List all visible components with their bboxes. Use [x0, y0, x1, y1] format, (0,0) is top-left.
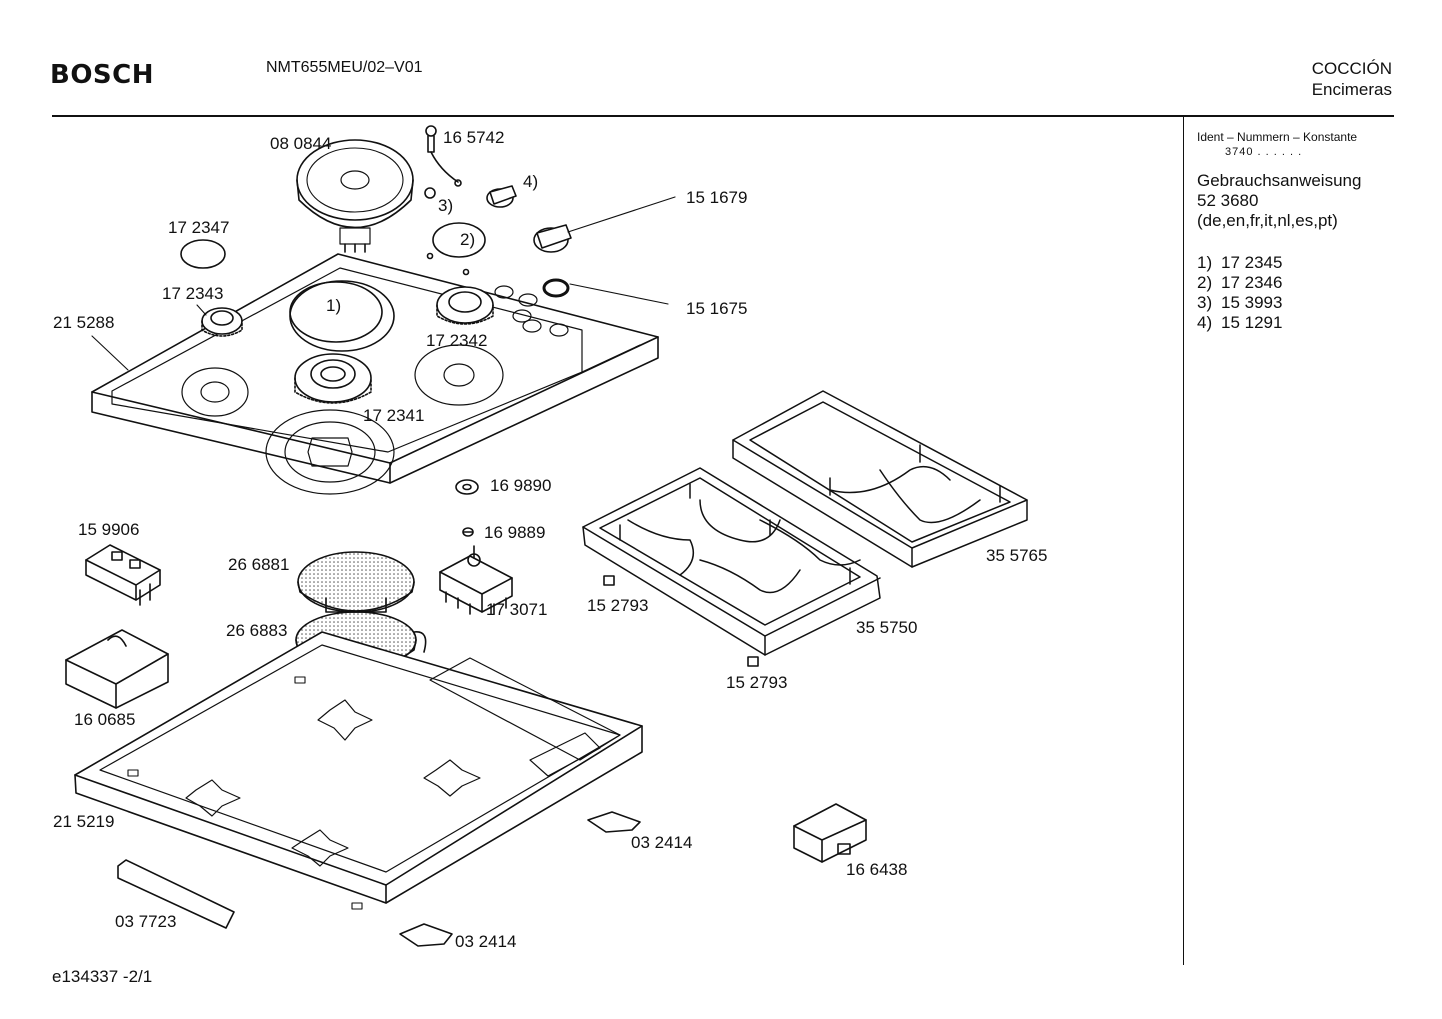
part-label: 35 5750	[856, 618, 918, 637]
hotplate-ring	[289, 280, 395, 352]
part-label: 35 5765	[986, 546, 1048, 565]
part-label: 03 2414	[631, 833, 693, 852]
part-label: 03 7723	[115, 912, 177, 931]
category-title: COCCIÓN	[1311, 59, 1392, 78]
part-label: 15 2793	[587, 596, 649, 615]
note-value: 15 3993	[1221, 293, 1283, 312]
part-label: 15 1679	[686, 188, 748, 207]
ignition-module	[85, 544, 161, 606]
part-label: 16 9889	[484, 523, 546, 542]
part-label: 03 2414	[455, 932, 517, 951]
note-key: 2)	[1197, 273, 1213, 292]
rubber-foot	[603, 575, 615, 586]
pan-support-small	[732, 390, 1028, 568]
part-label: 26 6883	[226, 621, 288, 640]
screw-part	[462, 268, 470, 276]
small-burner	[201, 307, 243, 337]
note-value: 17 2345	[1221, 253, 1283, 272]
note-row: 1) 17 2345	[1197, 253, 1361, 273]
header-divider	[52, 115, 1394, 117]
part-label: 16 6438	[846, 860, 908, 879]
note-key: 3)	[1197, 293, 1213, 312]
part-note-label: 1)	[326, 296, 342, 315]
note-value: 15 1291	[1221, 313, 1283, 332]
cooktop-plate	[91, 253, 659, 495]
part-label: 17 2343	[162, 284, 224, 303]
note-row: 4) 15 1291	[1197, 313, 1361, 333]
part-note-label: 3)	[438, 196, 454, 215]
part-label: 26 6881	[228, 555, 290, 574]
knob-ring	[542, 278, 570, 298]
rubber-foot	[747, 656, 759, 667]
part-note-label: 2)	[460, 230, 476, 249]
leader-lines	[91, 196, 676, 371]
part-label: 15 1675	[686, 299, 748, 318]
part-label: 17 3071	[486, 600, 548, 619]
heat-shield	[297, 551, 415, 613]
manual-title: Gebrauchsanweisung	[1197, 171, 1362, 190]
seal-strip	[117, 859, 235, 929]
part-label: 21 5288	[53, 313, 115, 332]
part-label: 15 2793	[726, 673, 788, 692]
ident-value: 3740 . . . . . .	[1225, 146, 1303, 158]
semi-rapid-burner	[436, 286, 494, 325]
category-block: COCCIÓN Encimeras	[1312, 58, 1392, 100]
manual-languages: (de,en,fr,it,nl,es,pt)	[1197, 211, 1338, 230]
part-label: 21 5219	[53, 812, 115, 831]
rapid-burner	[294, 353, 372, 404]
grommet	[462, 527, 474, 537]
category-subtitle: Encimeras	[1311, 80, 1392, 99]
part-label: 17 2341	[363, 406, 425, 425]
part-note-label: 4)	[523, 172, 539, 191]
burner-cap	[180, 239, 226, 269]
part-label: 15 9906	[78, 520, 140, 539]
note-row: 2) 17 2346	[1197, 273, 1361, 293]
sensor-probe	[425, 125, 462, 187]
base-tray	[74, 631, 643, 910]
note-key: 1)	[1197, 253, 1213, 272]
document-id: e134337 -2/1	[52, 967, 153, 986]
note-key: 4)	[1197, 313, 1213, 332]
control-knob	[533, 224, 572, 253]
note-value: 17 2346	[1221, 273, 1283, 292]
control-knob	[486, 185, 517, 208]
manual-number: 52 3680	[1197, 191, 1259, 210]
washer-part	[424, 187, 436, 199]
brand-logo: BOSCH	[50, 60, 154, 90]
side-panel: Ident – Nummern – Konstante 3740 . . . .…	[1197, 130, 1361, 333]
grommet	[455, 479, 479, 495]
switch-unit	[439, 545, 513, 615]
part-label: 08 0844	[270, 134, 332, 153]
cover-housing	[65, 629, 169, 709]
part-label: 16 5742	[443, 128, 505, 147]
note-row: 3) 15 3993	[1197, 293, 1361, 313]
electric-hotplate	[296, 139, 414, 253]
mounting-bracket	[587, 811, 641, 833]
part-label: 16 0685	[74, 710, 136, 729]
part-label: 16 9890	[490, 476, 552, 495]
side-panel-divider	[1183, 117, 1184, 965]
pan-support-large	[582, 467, 881, 656]
ident-heading: Ident – Nummern – Konstante	[1197, 130, 1358, 144]
screw-part	[426, 252, 434, 260]
junction-box	[793, 803, 867, 863]
mounting-bracket	[399, 923, 453, 947]
cover-plate	[432, 222, 486, 258]
model-number: NMT655MEU/02–V01	[266, 59, 423, 76]
exploded-drawing	[65, 125, 1028, 947]
part-label: 17 2347	[168, 218, 230, 237]
part-label: 17 2342	[426, 331, 488, 350]
